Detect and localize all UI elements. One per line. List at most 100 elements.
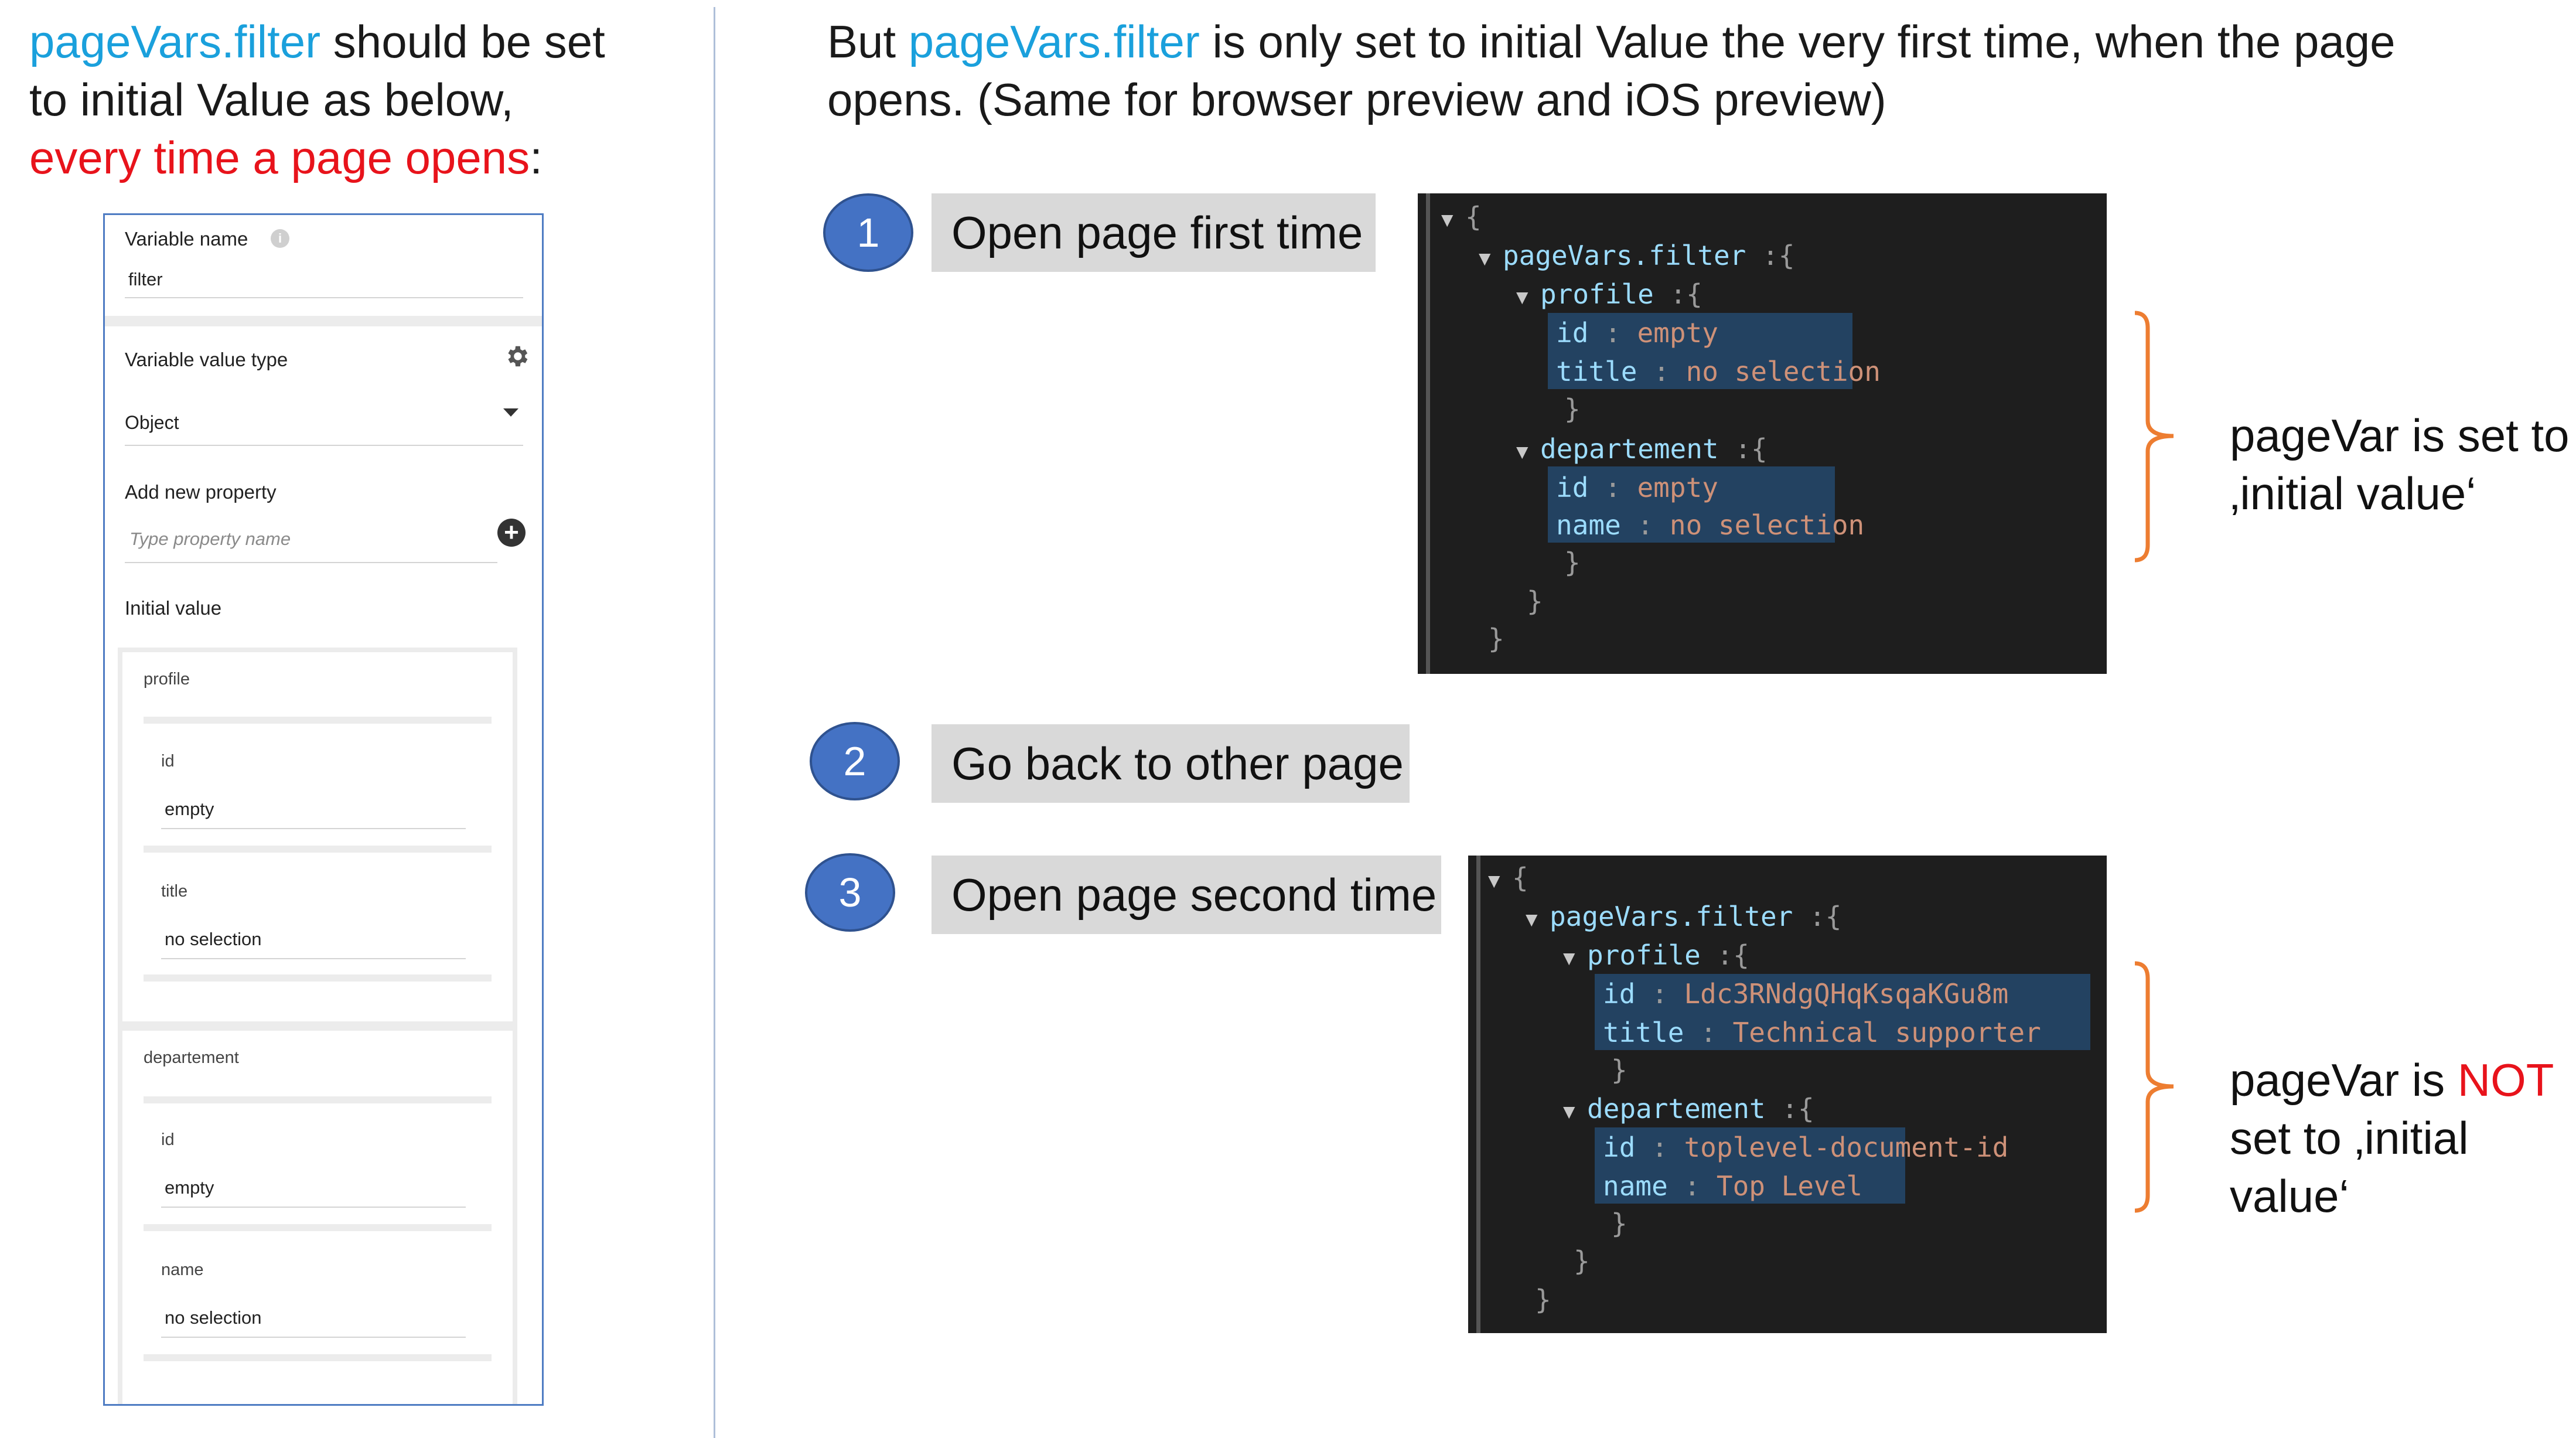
- step-3-circle: 3: [805, 853, 895, 932]
- code-line-departement[interactable]: ▼ departement :{: [1563, 1093, 1814, 1124]
- note2-line1: pageVar is NOT: [2230, 1054, 2554, 1106]
- left-heading-red-text: every time a page opens: [29, 132, 530, 183]
- collapse-triangle-icon[interactable]: ▼: [1563, 1100, 1587, 1123]
- departement-name-input[interactable]: no selection: [165, 1307, 262, 1328]
- collapse-triangle-icon[interactable]: ▼: [1479, 247, 1503, 270]
- departement-separator: [144, 1096, 492, 1103]
- departement-name-label: name: [161, 1260, 204, 1279]
- variable-name-input[interactable]: filter: [128, 269, 163, 289]
- code-line-close: }: [1535, 1284, 1551, 1316]
- left-heading-line3: every time a page opens:: [29, 129, 674, 187]
- vertical-divider: [714, 7, 715, 1438]
- bracket-second: [2134, 961, 2174, 1213]
- variable-name-label: Variable name: [125, 228, 248, 250]
- profile-title-input[interactable]: no selection: [165, 929, 262, 949]
- collapse-triangle-icon[interactable]: ▼: [1526, 908, 1550, 931]
- code-line-open[interactable]: ▼ {: [1441, 201, 1482, 233]
- right-heading-but: But: [827, 16, 909, 67]
- profile-label: profile: [144, 670, 190, 689]
- code-line-open[interactable]: ▼ {: [1488, 862, 1528, 894]
- variable-name-underline: [125, 297, 523, 298]
- left-heading-line2: to initial Value as below,: [29, 74, 514, 125]
- profile-field-separator: [144, 846, 492, 853]
- departement-id-label: id: [161, 1130, 175, 1149]
- departement-object-box: departement id empty name no selection: [118, 1026, 517, 1404]
- step-2-circle: 2: [810, 722, 900, 800]
- collapse-triangle-icon[interactable]: ▼: [1516, 285, 1540, 309]
- bracket-first: [2134, 311, 2174, 563]
- step-1-circle: 1: [823, 193, 913, 272]
- right-heading: But pageVars.filter is only set to initi…: [827, 13, 2561, 129]
- code-line-profile-title: title : Technical supporter: [1603, 1017, 2041, 1048]
- profile-separator: [144, 717, 492, 724]
- step-2-label: Go back to other page: [932, 724, 1410, 803]
- profile-id-label: id: [161, 752, 175, 771]
- departement-field-separator: [144, 1224, 492, 1231]
- collapse-triangle-icon[interactable]: ▼: [1488, 869, 1512, 892]
- code-line-dept-id: id : toplevel-document-id: [1603, 1132, 2009, 1163]
- collapse-triangle-icon[interactable]: ▼: [1516, 440, 1540, 464]
- code-line-profile-close: }: [1611, 1054, 1628, 1086]
- profile-bottom-separator: [144, 974, 492, 982]
- left-heading-line1-rest: should be set: [320, 16, 605, 67]
- add-property-label: Add new property: [125, 481, 277, 503]
- departement-bottom-separator: [144, 1354, 492, 1361]
- code-line-root[interactable]: ▼ pageVars.filter :{: [1526, 901, 1842, 932]
- profile-object-box: profile id empty title no selection: [118, 648, 517, 1026]
- code-line-departement[interactable]: ▼ departement :{: [1516, 433, 1768, 465]
- right-heading-line2: opens. (Same for browser preview and iOS…: [827, 74, 1886, 125]
- json-viewer-first-open: ▼ { ▼ pageVars.filter :{ ▼ profile :{ id…: [1418, 193, 2107, 674]
- code-line-root-close: }: [1574, 1245, 1590, 1277]
- right-heading-line1: But pageVars.filter is only set to initi…: [827, 13, 2561, 71]
- departement-id-underline: [161, 1207, 466, 1208]
- left-heading-highlight: pageVars.filter: [29, 16, 321, 67]
- code-line-dept-name: name : no selection: [1556, 509, 1865, 541]
- step-3-label: Open page second time: [932, 856, 1441, 934]
- left-heading-colon: :: [530, 132, 543, 183]
- note-set-initial: pageVar is set to ‚initial value‘: [2230, 407, 2570, 523]
- note1-line2: ‚initial value‘: [2230, 468, 2476, 519]
- variable-settings-panel: Variable name i filter Variable value ty…: [103, 213, 544, 1406]
- code-line-profile-id: id : Ldc3RNdgQHqKsqaKGu8m: [1603, 978, 2009, 1010]
- value-type-underline: [125, 445, 523, 446]
- highlight-profile-fields: [1595, 974, 2090, 1050]
- code-line-root-close: }: [1527, 585, 1543, 617]
- profile-id-underline: [161, 828, 466, 829]
- collapse-triangle-icon[interactable]: ▼: [1441, 208, 1465, 231]
- code-line-profile-close: }: [1564, 393, 1581, 425]
- code-line-profile-title: title : no selection: [1556, 356, 1881, 387]
- section-separator: [105, 316, 542, 326]
- code-line-profile[interactable]: ▼ profile :{: [1563, 939, 1749, 971]
- right-heading-highlight: pageVars.filter: [908, 16, 1200, 67]
- collapse-triangle-icon[interactable]: ▼: [1563, 946, 1587, 970]
- value-type-select[interactable]: Object: [125, 412, 179, 433]
- code-line-close: }: [1488, 623, 1504, 655]
- right-heading-rest: is only set to initial Value the very fi…: [1199, 16, 2396, 67]
- departement-label: departement: [144, 1048, 239, 1067]
- code-line-dept-id: id : empty: [1556, 472, 1718, 503]
- chevron-down-icon[interactable]: [503, 408, 518, 417]
- code-line-dept-name: name : Top Level: [1603, 1170, 1863, 1202]
- add-property-button[interactable]: +: [497, 519, 526, 547]
- note2-not: NOT: [2457, 1054, 2554, 1106]
- add-property-input[interactable]: Type property name: [129, 529, 291, 549]
- code-line-profile[interactable]: ▼ profile :{: [1516, 278, 1702, 310]
- code-line-dept-close: }: [1611, 1208, 1628, 1239]
- code-gutter-border: [1476, 856, 1480, 1333]
- code-line-profile-id: id : empty: [1556, 317, 1718, 349]
- departement-id-input[interactable]: empty: [165, 1177, 214, 1198]
- code-line-dept-close: }: [1564, 547, 1581, 578]
- note-not-set-initial: pageVar is NOT set to ‚initial value‘: [2230, 1051, 2554, 1225]
- left-heading: pageVars.filter should be set to initial…: [29, 13, 674, 187]
- add-property-underline: [125, 562, 497, 563]
- step-1-label: Open page first time: [932, 193, 1376, 272]
- highlight-departement-fields: [1595, 1127, 1905, 1204]
- code-line-root[interactable]: ▼ pageVars.filter :{: [1479, 240, 1795, 271]
- value-type-label: Variable value type: [125, 349, 288, 370]
- profile-id-input[interactable]: empty: [165, 799, 214, 819]
- departement-name-underline: [161, 1337, 466, 1338]
- info-icon[interactable]: i: [271, 229, 289, 248]
- profile-title-underline: [161, 958, 466, 959]
- gear-icon[interactable]: [503, 343, 530, 370]
- highlight-profile-fields: [1548, 313, 1852, 389]
